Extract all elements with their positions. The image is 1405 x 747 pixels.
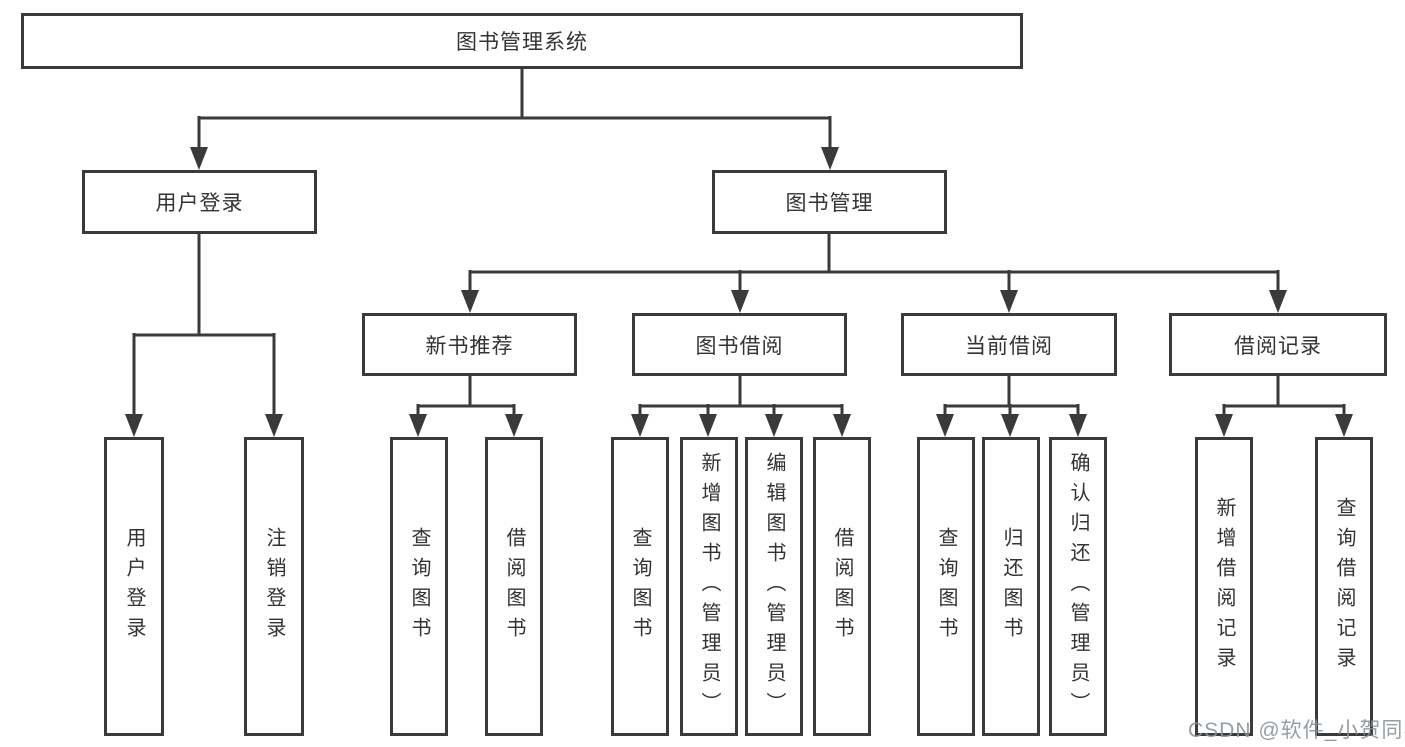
node-label: 图书管理系统 [456,31,588,54]
node-label: 新增图书（管理员） [698,451,720,722]
node-label: 当前借阅 [965,334,1053,358]
node-book-borrowing: 图书借阅 [632,313,847,376]
leaf-query-borrow-record: 查询借阅记录 [1315,437,1373,736]
node-label: 注销登录 [263,526,285,647]
node-label: 查询借阅记录 [1333,496,1355,677]
node-label: 借阅图书 [503,526,525,647]
leaf-logout: 注销登录 [244,437,304,736]
leaf-query-books-current: 查询图书 [917,437,975,736]
node-label: 图书管理 [785,192,874,215]
node-book-management: 图书管理 [712,170,947,234]
leaf-return-book: 归还图书 [982,437,1040,736]
leaf-add-borrow-record: 新增借阅记录 [1195,437,1253,736]
node-label: 借阅记录 [1234,334,1322,358]
node-label: 图书借阅 [695,334,784,358]
node-label: 借阅图书 [831,526,853,647]
node-new-book-recommend: 新书推荐 [362,313,577,376]
leaf-query-books-recommend: 查询图书 [390,437,448,736]
node-label: 用户登录 [123,526,145,647]
csdn-watermark: CSDN @软件_小贺同学 [1188,719,1405,742]
leaf-confirm-return-admin: 确认归还（管理员） [1049,437,1107,736]
leaf-user-login: 用户登录 [104,437,164,736]
node-label: 确认归还（管理员） [1067,451,1089,722]
node-current-borrowing: 当前借阅 [901,313,1117,376]
node-user-login: 用户登录 [82,170,317,234]
node-label: 查询图书 [629,526,651,647]
node-library-management-system: 图书管理系统 [21,13,1023,69]
node-label: 查询图书 [935,526,957,647]
node-label: 查询图书 [408,526,430,647]
leaf-add-book-admin: 新增图书（管理员） [680,437,738,736]
node-label: 编辑图书（管理员） [763,451,785,722]
node-label: 新增借阅记录 [1213,496,1235,677]
node-label: 归还图书 [1000,526,1022,647]
leaf-edit-book-admin: 编辑图书（管理员） [745,437,803,736]
node-label: 用户登录 [155,192,244,215]
node-label: 新书推荐 [425,334,514,358]
node-borrowing-records: 借阅记录 [1169,313,1387,376]
leaf-query-books-borrow: 查询图书 [611,437,669,736]
arrowheads [125,147,1353,437]
leaf-borrow-books: 借阅图书 [813,437,871,736]
leaf-borrow-books-recommend: 借阅图书 [485,437,543,736]
